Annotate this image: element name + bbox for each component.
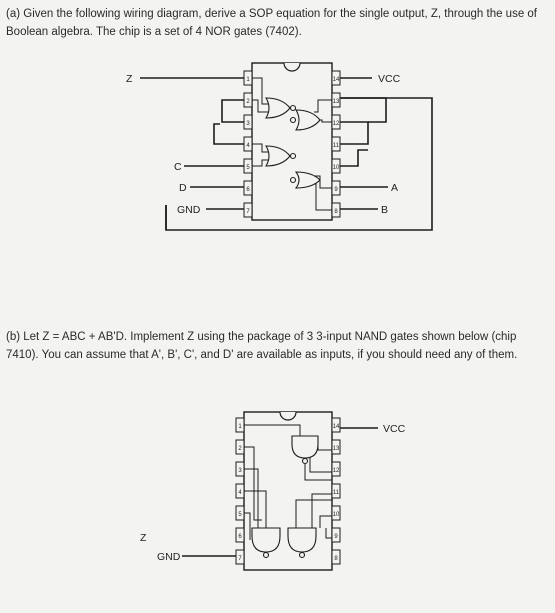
pin-label: 3	[238, 468, 242, 474]
pin-label: 12	[333, 121, 340, 127]
pin-label: 1	[246, 77, 250, 83]
diagram-a: 1 2 3 4 5 6 7 14 13 12 11 10 9 8	[126, 62, 433, 231]
nand-gate-3	[287, 493, 332, 559]
pin-label: 8	[334, 209, 338, 215]
label-a: A	[391, 182, 398, 194]
label-gnd-b: GND	[157, 551, 181, 563]
pin-label: 13	[333, 99, 340, 105]
jumper-10	[340, 149, 368, 167]
pin-label: 7	[246, 209, 250, 215]
pin-label: 14	[333, 77, 340, 83]
label-c: C	[174, 161, 182, 173]
pin-label: 3	[246, 121, 250, 127]
label-vcc-b: VCC	[383, 423, 406, 435]
label-vcc-a: VCC	[378, 73, 401, 85]
wire-loop	[165, 97, 433, 231]
pin-label: 4	[238, 490, 242, 496]
pin-label: 1	[238, 424, 242, 430]
label-b: B	[381, 204, 388, 216]
pin-label: 2	[246, 99, 250, 105]
pin-label: 5	[238, 512, 242, 518]
pins-left-a: 1 2 3 4 5 6 7	[243, 70, 253, 218]
pins-left-b: 1 2 3 4 5 6 7	[235, 417, 245, 565]
pin-label: 5	[246, 165, 250, 171]
label-gnd-a: GND	[177, 204, 201, 216]
pin-label: 10	[333, 165, 340, 171]
pin-label: 8	[334, 556, 338, 562]
pin-label: 6	[246, 187, 250, 193]
label-d: D	[179, 182, 187, 194]
nand-gate-2	[244, 446, 281, 559]
nor-gate-4	[289, 171, 332, 211]
pin-label: 11	[333, 490, 340, 496]
pin-label: 13	[333, 446, 340, 452]
pin-label: 12	[333, 468, 340, 474]
jumper-2-3	[221, 99, 244, 123]
pin-label: 6	[238, 534, 242, 540]
chip-7402	[251, 62, 333, 221]
label-z-a: Z	[126, 73, 133, 85]
pin-label: 11	[333, 143, 340, 149]
nor-gate-3	[252, 143, 297, 167]
pin-label: 4	[246, 143, 250, 149]
pin-label: 9	[334, 534, 338, 540]
pin-label: 14	[333, 424, 340, 430]
pin-label: 2	[238, 446, 242, 452]
chip-notch	[283, 62, 301, 72]
jumper-13	[340, 97, 387, 123]
question-a-text: (a) Given the following wiring diagram, …	[6, 8, 538, 38]
diagram-b: 1 2 3 4 5 6 7 14 13 12 11 10 9 8	[140, 411, 406, 571]
chip-notch-b	[279, 411, 297, 421]
nand-gate-1	[244, 424, 332, 481]
jumper-4	[213, 123, 244, 145]
nor-gate-2	[289, 99, 332, 131]
pins-right-a: 14 13 12 11 10 9 8	[331, 70, 341, 218]
pin-label: 7	[238, 556, 242, 562]
pin-label: 10	[333, 512, 340, 518]
pins-right-b: 14 13 12 11 10 9 8	[331, 417, 341, 565]
jumper-12-11	[340, 121, 369, 145]
pin-label: 9	[334, 187, 338, 193]
label-z-b: Z	[140, 532, 147, 544]
question-b-text: (b) Let Z = ABC + AB'D. Implement Z usin…	[6, 331, 518, 361]
nor-gate-1	[252, 77, 297, 119]
